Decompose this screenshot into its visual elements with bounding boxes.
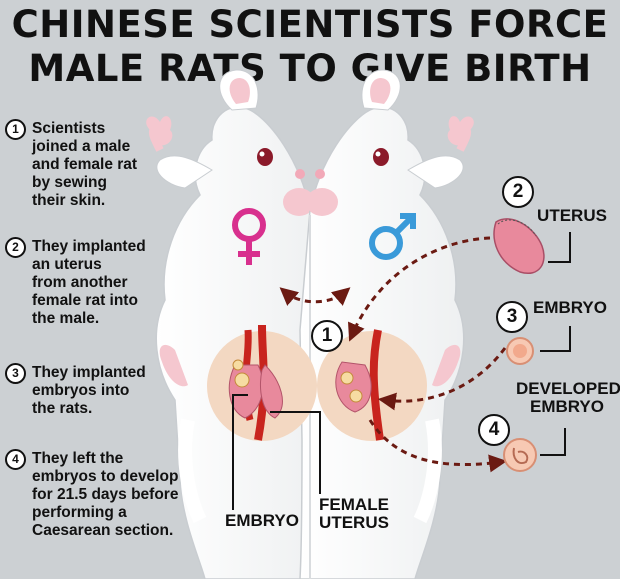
uterus-label: UTERUS xyxy=(537,206,607,225)
embryo-arrow xyxy=(377,347,507,411)
developed-arrow xyxy=(368,419,508,473)
join-arrow xyxy=(279,287,351,306)
embryo-icon xyxy=(506,337,534,365)
step-1-number: 1 xyxy=(5,119,26,140)
developed-embryo-label: DEVELOPED EMBRYO xyxy=(516,379,620,416)
female-uterus-graphic xyxy=(228,324,283,441)
male-symbol-icon xyxy=(369,213,416,260)
step-3-number: 3 xyxy=(5,363,26,384)
step-4-text: They left the embryos to develop for 21.… xyxy=(32,450,179,539)
title-line-1: CHINESE SCIENTISTS FORCE xyxy=(11,3,609,46)
female-uterus-label: FEMALE UTERUS xyxy=(319,495,389,532)
leader-lines xyxy=(232,232,571,510)
diagram-step-2-badge: 2 xyxy=(502,176,534,208)
developed-embryo-icon xyxy=(503,438,537,472)
step-2-text: They implanted an uterus from another fe… xyxy=(32,238,146,327)
diagram-step-4-badge: 4 xyxy=(478,414,510,446)
step-2-number: 2 xyxy=(5,237,26,258)
uterus-icon xyxy=(493,218,545,275)
title-line-2: MALE RATS TO GIVE BIRTH xyxy=(28,47,592,90)
embryo-label: EMBRYO xyxy=(533,298,607,317)
male-uterus-graphic xyxy=(335,329,384,441)
step-1-text: Scientists joined a male and female rat … xyxy=(32,120,138,209)
step-3-text: They implanted embryos into the rats. xyxy=(32,364,146,417)
female-symbol-icon xyxy=(232,208,266,265)
uterus-arrow xyxy=(348,236,491,342)
diagram-step-3-badge: 3 xyxy=(496,301,528,333)
step-4-number: 4 xyxy=(5,449,26,470)
bottom-embryo-label: EMBRYO xyxy=(225,511,299,530)
diagram-step-1-badge: 1 xyxy=(311,320,343,352)
